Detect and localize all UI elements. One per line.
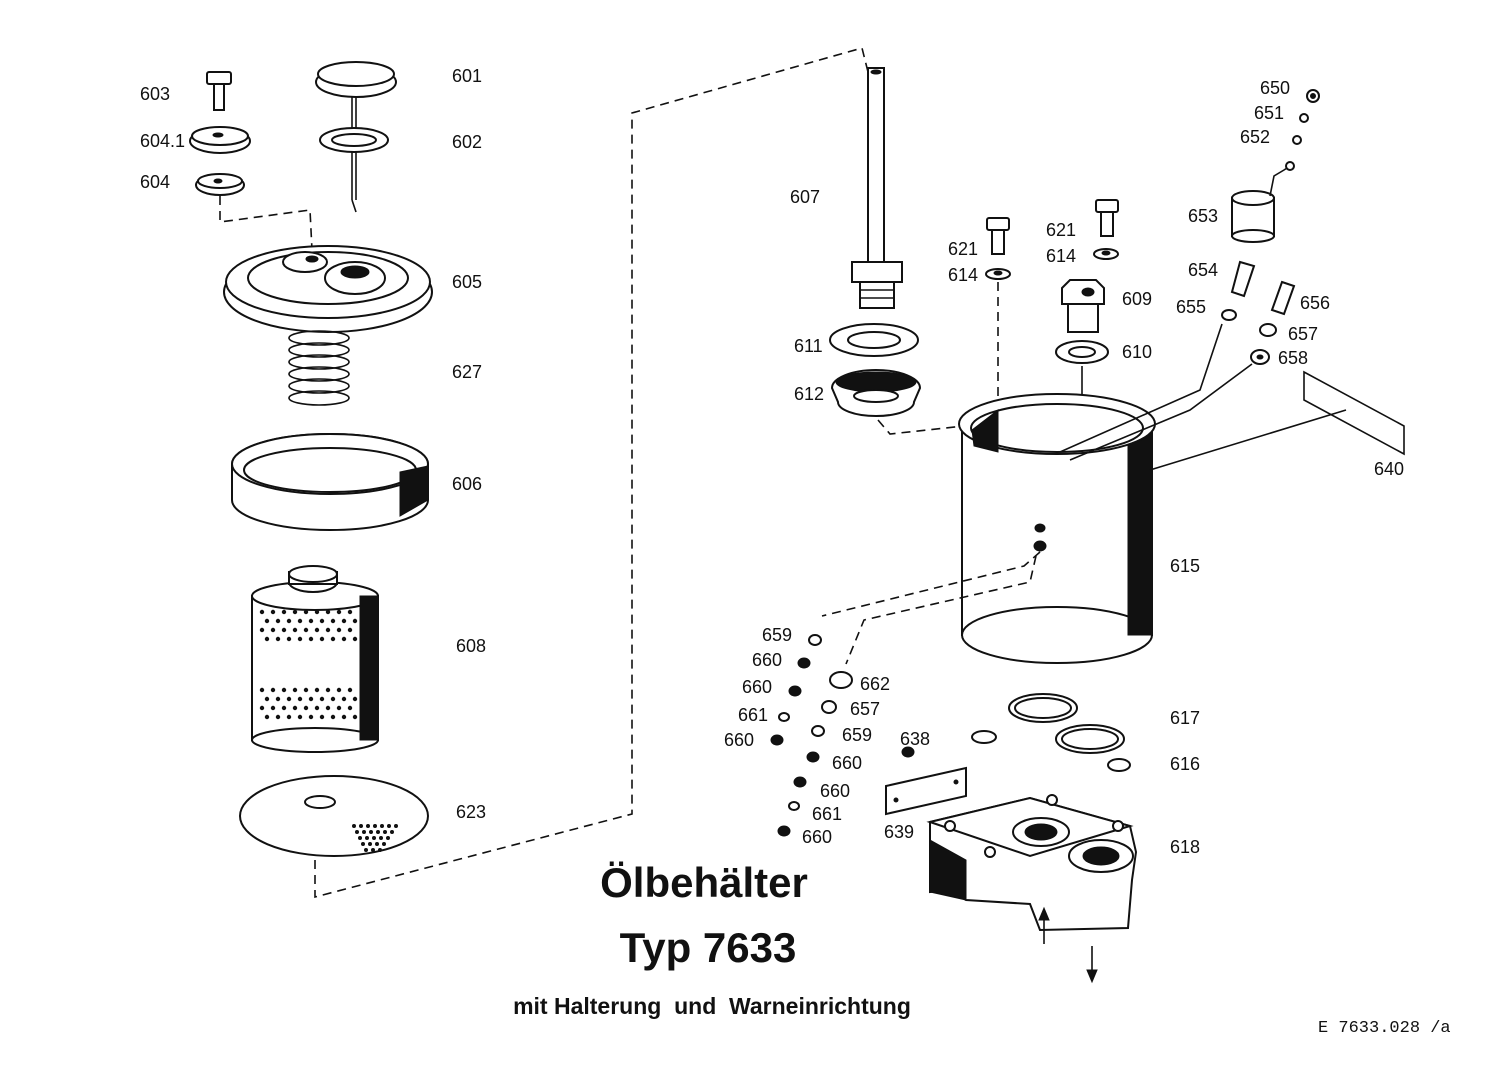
- part-603-bolt: [206, 71, 232, 111]
- label-652: 652: [1240, 127, 1270, 147]
- label-602: 602: [452, 132, 482, 152]
- title-line2: Typ 7633: [620, 924, 797, 971]
- label-601: 601: [452, 66, 482, 86]
- leader-662: [845, 555, 1037, 665]
- label-659b: 659: [842, 725, 872, 745]
- part-608-filter: [251, 565, 379, 753]
- label-660e: 660: [820, 781, 850, 801]
- part-612-cup: [830, 369, 922, 417]
- part-621b-bolt: [1095, 199, 1119, 237]
- part-614a-washer: [985, 268, 1011, 280]
- part-653-switch: [1231, 161, 1295, 243]
- label-608: 608: [456, 636, 486, 656]
- label-605: 605: [452, 272, 482, 292]
- label-653: 653: [1188, 206, 1218, 226]
- label-656: 656: [1300, 293, 1330, 313]
- part-614b-washer: [1093, 248, 1119, 260]
- leader-658: [1069, 363, 1253, 461]
- label-621a: 621: [948, 239, 978, 259]
- part-607-pipe: [851, 67, 903, 309]
- label-660a: 660: [752, 650, 782, 670]
- label-621b: 621: [1046, 220, 1076, 240]
- label-616: 616: [1170, 754, 1200, 774]
- part-618-base: [926, 794, 1138, 932]
- part-616-ring: [971, 730, 1131, 772]
- label-655: 655: [1176, 297, 1206, 317]
- part-labels: 601 602 603 604.1 604 605 627 606 608 62…: [140, 66, 1404, 857]
- part-601-cap: [315, 61, 397, 213]
- part-605-lid: [223, 245, 433, 333]
- part-6041-washer: [189, 126, 251, 154]
- label-627: 627: [452, 362, 482, 382]
- title-line1: Ölbehälter: [600, 859, 808, 906]
- part-651-washer: [1299, 113, 1309, 123]
- label-614a: 614: [948, 265, 978, 285]
- label-660b: 660: [742, 677, 772, 697]
- label-617: 617: [1170, 708, 1200, 728]
- label-618: 618: [1170, 837, 1200, 857]
- label-612: 612: [794, 384, 824, 404]
- part-606-ring: [231, 433, 429, 531]
- label-607: 607: [790, 187, 820, 207]
- label-639: 639: [884, 822, 914, 842]
- leader-main: [314, 47, 869, 899]
- label-604: 604: [140, 172, 170, 192]
- label-658: 658: [1278, 348, 1308, 368]
- part-609-plug: [1061, 279, 1105, 333]
- label-657b: 657: [850, 699, 880, 719]
- label-615: 615: [1170, 556, 1200, 576]
- label-606: 606: [452, 474, 482, 494]
- part-615-canister: [958, 393, 1156, 664]
- label-657a: 657: [1288, 324, 1318, 344]
- label-650: 650: [1260, 78, 1290, 98]
- part-621a-bolt: [986, 217, 1010, 255]
- part-655-washer: [1221, 309, 1237, 321]
- leader-640: [1149, 409, 1347, 471]
- leader-655: [1059, 323, 1223, 453]
- part-610-washer: [1055, 340, 1109, 364]
- leader-604: [219, 196, 313, 251]
- part-623-disc: [239, 775, 429, 857]
- part-639-bracket: [885, 766, 967, 816]
- label-603: 603: [140, 84, 170, 104]
- title-subtitle: mit Halterung und Warneinrichtung: [513, 993, 911, 1019]
- label-660c: 660: [724, 730, 754, 750]
- label-660f: 660: [802, 827, 832, 847]
- label-661b: 661: [812, 804, 842, 824]
- part-602-gasket: [319, 127, 389, 153]
- part-657a-washer: [1259, 323, 1277, 337]
- label-659a: 659: [762, 625, 792, 645]
- drawing-reference: E 7633.028 /a: [1318, 1019, 1451, 1038]
- part-604-washer: [195, 173, 245, 196]
- part-652-washer: [1292, 135, 1302, 145]
- label-660d: 660: [832, 753, 862, 773]
- small-fittings: [770, 634, 915, 837]
- part-640-plate: [1303, 370, 1405, 456]
- part-611-gasket: [829, 323, 919, 357]
- label-661a: 661: [738, 705, 768, 725]
- label-640: 640: [1374, 459, 1404, 479]
- label-609: 609: [1122, 289, 1152, 309]
- part-617-ring: [1008, 693, 1125, 754]
- part-656-pin: [1270, 280, 1296, 316]
- part-658-nut: [1250, 349, 1270, 365]
- label-654: 654: [1188, 260, 1218, 280]
- label-638: 638: [900, 729, 930, 749]
- label-614b: 614: [1046, 246, 1076, 266]
- part-654-pin: [1230, 260, 1256, 298]
- leader-659: [821, 551, 1041, 617]
- flow-arrows: [1038, 906, 1098, 984]
- label-623: 623: [456, 802, 486, 822]
- label-651: 651: [1254, 103, 1284, 123]
- part-650-nut: [1306, 89, 1320, 103]
- label-610: 610: [1122, 342, 1152, 362]
- label-662: 662: [860, 674, 890, 694]
- label-6041: 604.1: [140, 131, 185, 151]
- part-627-spring: [288, 330, 350, 406]
- label-611: 611: [794, 336, 823, 356]
